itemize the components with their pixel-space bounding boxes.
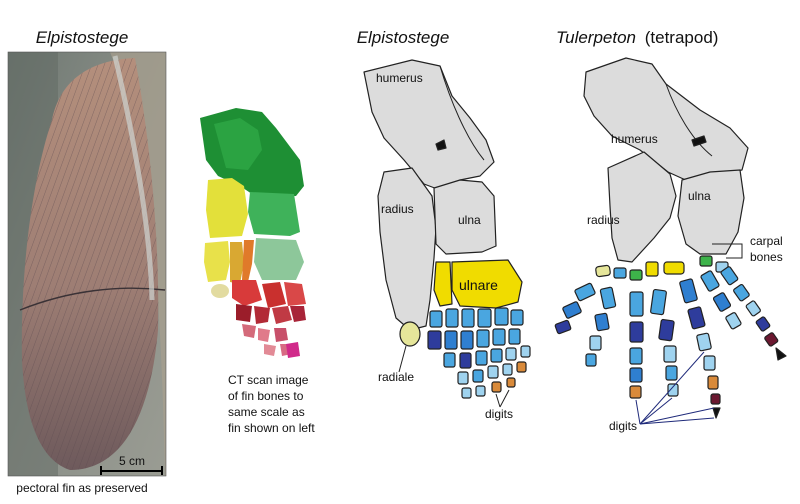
- svg-text:Tulerpeton (tetrapod): Tulerpeton (tetrapod): [556, 28, 718, 47]
- ct-caption-line-1: CT scan image: [228, 373, 309, 387]
- elpistostege-diagram-title: Elpistostege: [357, 28, 450, 47]
- ct-radius: [206, 178, 248, 238]
- tulerpeton-humerus: [583, 57, 749, 183]
- tulerpeton-ulna: [677, 169, 745, 255]
- scale-bar: 5 cm: [100, 454, 163, 475]
- ct-ulna: [248, 192, 300, 236]
- tulerpeton-label-bones: bones: [750, 250, 783, 264]
- elpisto-ulna: [433, 179, 497, 255]
- elpisto-label-ulna: ulna: [458, 213, 481, 227]
- tulerpeton-label-carpal: carpal: [750, 234, 783, 248]
- photo-title: Elpistostege: [36, 28, 129, 47]
- ct-scan-image: [200, 108, 306, 358]
- elpisto-label-ulnare: ulnare: [459, 277, 498, 293]
- photo-caption: pectoral fin as preserved: [16, 481, 147, 495]
- elpisto-label-humerus: humerus: [376, 71, 423, 85]
- ct-caption-line-4: fin shown on left: [228, 421, 315, 435]
- elpisto-label-radius: radius: [381, 202, 414, 216]
- ct-caption-line-2: of fin bones to: [228, 389, 304, 403]
- tulerpeton-digit-leaders: [635, 351, 715, 425]
- tulerpeton-radius: [607, 151, 677, 263]
- tulerpeton-title: Tulerpeton (tetrapod): [556, 28, 718, 47]
- elpisto-humerus: [363, 59, 495, 191]
- tulerpeton-label-radius: radius: [587, 213, 620, 227]
- elpisto-label-radiale: radiale: [378, 370, 414, 384]
- tulerpeton-limb-diagram: [554, 57, 787, 419]
- fossil-photo: [7, 51, 167, 477]
- ct-caption-line-3: same scale as: [228, 405, 305, 419]
- elpisto-radius: [377, 167, 437, 331]
- elpisto-label-digits: digits: [485, 407, 513, 421]
- tulerpeton-label-humerus: humerus: [611, 132, 658, 146]
- tulerpeton-title-note: (tetrapod): [645, 28, 719, 47]
- elpisto-radiale: [399, 321, 421, 347]
- scale-bar-label: 5 cm: [119, 454, 145, 468]
- elpistostege-fin-diagram: [363, 59, 531, 399]
- elpisto-yellow-carpal: [433, 261, 453, 307]
- elpisto-ulnare: [451, 259, 523, 309]
- tulerpeton-title-name: Tulerpeton: [556, 28, 636, 47]
- tulerpeton-label-ulna: ulna: [688, 189, 711, 203]
- tulerpeton-label-digits: digits: [609, 419, 637, 433]
